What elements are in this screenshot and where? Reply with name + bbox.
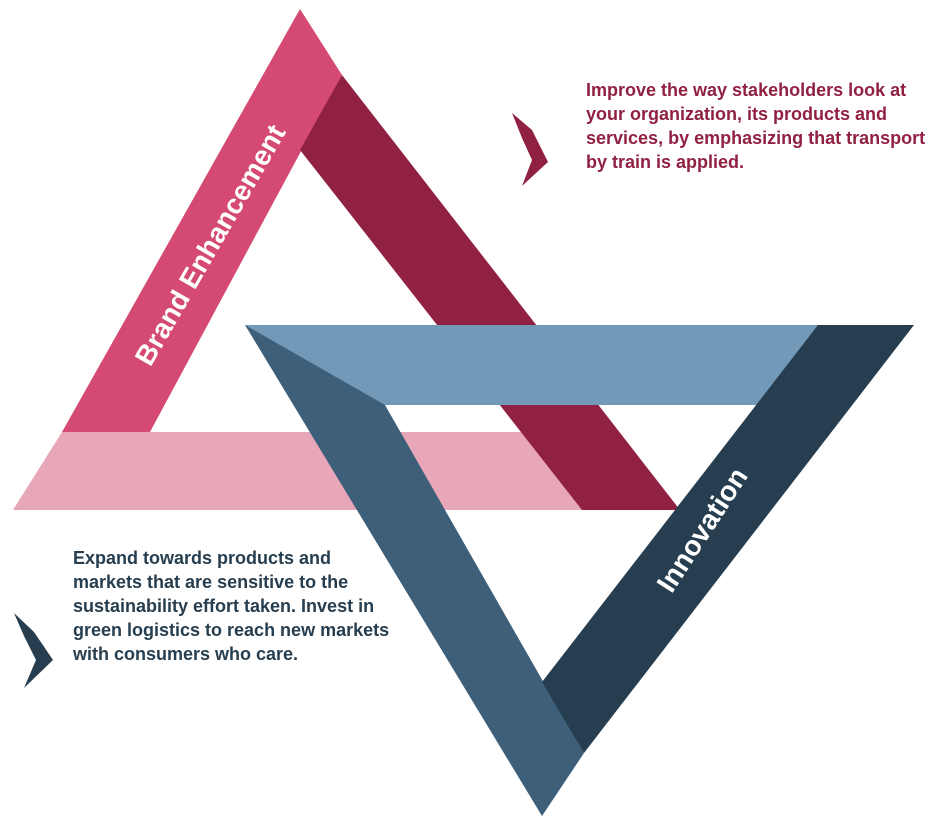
innovation-triangle-right-arm [542,325,914,753]
brand-description: Improve the way stakeholders look at you… [586,80,926,172]
innovation-triangle [245,325,914,816]
innovation-description: Expand towards products and markets that… [73,548,390,664]
brand-triangle-left-arm [62,9,342,432]
chevron-right-icon [14,613,53,688]
innovation-triangle-top-bar [245,325,914,405]
chevron-right-icon [512,113,548,186]
brand-triangle-base [13,432,582,510]
innovation-triangle-left-arm [245,325,584,816]
